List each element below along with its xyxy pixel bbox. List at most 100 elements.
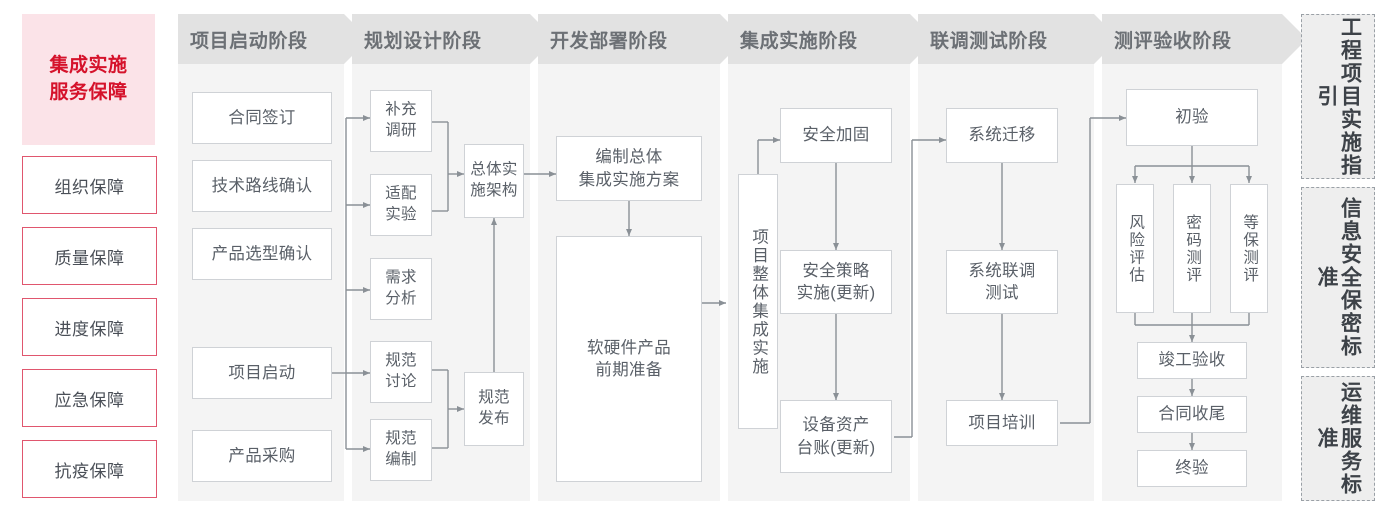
node-label: 安全加固 xyxy=(802,126,870,145)
node-spec-discussion[interactable]: 规范讨论 xyxy=(370,341,432,403)
node-supplementary-research[interactable]: 补充调研 xyxy=(370,90,432,152)
node-label: 编制 xyxy=(385,451,417,468)
sidebar-item-label: 抗疫保障 xyxy=(54,461,125,481)
node-label: 集成实施方案 xyxy=(578,170,680,189)
phase-header-label: 测评验收阶段 xyxy=(1114,30,1232,52)
sidebar-item-label: 应急保障 xyxy=(54,390,125,410)
phase-header-label: 联调测试阶段 xyxy=(930,30,1048,52)
node-label: 编制总体 xyxy=(595,148,663,167)
node-label: 补充 xyxy=(385,101,417,119)
node-label: 系统联调 xyxy=(968,261,1036,280)
node-label: 系统迁移 xyxy=(968,126,1036,145)
node-label: 项目整体集成实施 xyxy=(749,227,768,376)
node-label: 总体实 xyxy=(470,161,518,179)
node-label: 测试 xyxy=(985,284,1019,302)
standard-label: 工程项目实施指引 xyxy=(1315,16,1362,177)
node-label: 适配 xyxy=(385,185,417,203)
node-hardware-software-preparation[interactable]: 软硬件产品前期准备 xyxy=(556,236,702,482)
standard-label: 信息安全保密标准 xyxy=(1315,197,1362,358)
node-risk-assessment[interactable]: 风险评估 xyxy=(1116,184,1154,313)
node-label: 调研 xyxy=(385,122,417,139)
sidebar-title: 集成实施 服务保障 xyxy=(22,14,155,145)
node-label: 实施(更新) xyxy=(796,284,876,302)
node-label: 密码测评 xyxy=(1184,213,1202,284)
phase-header-5[interactable]: 联调测试阶段 xyxy=(918,14,1119,64)
node-label: 实验 xyxy=(385,206,417,223)
phase-header-6[interactable]: 测评验收阶段 xyxy=(1102,14,1307,64)
node-tech-route-confirm[interactable]: 技术路线确认 xyxy=(192,160,332,212)
node-label: 项目启动 xyxy=(228,363,296,382)
standard-operation-maintenance-service[interactable]: 运维服务标准 xyxy=(1301,376,1375,501)
node-label: 前期准备 xyxy=(595,361,663,379)
node-equipment-asset-ledger[interactable]: 设备资产台账(更新) xyxy=(780,400,892,473)
sidebar: 集成实施 服务保障 组织保障 质量保障 进度保障 应急保障 抗疫保障 xyxy=(22,14,157,501)
standard-label: 运维服务标准 xyxy=(1315,381,1362,496)
sidebar-item-epidemic[interactable]: 抗疫保障 xyxy=(22,440,157,498)
phase-header-label: 规划设计阶段 xyxy=(364,30,482,52)
phase-header-1[interactable]: 项目启动阶段 xyxy=(178,14,369,64)
node-cryptography-evaluation[interactable]: 密码测评 xyxy=(1173,184,1211,313)
node-project-overall-integration[interactable]: 项目整体集成实施 xyxy=(738,174,778,429)
node-requirement-analysis[interactable]: 需求分析 xyxy=(370,258,432,320)
node-label: 产品采购 xyxy=(228,446,296,465)
node-project-training[interactable]: 项目培训 xyxy=(946,400,1058,446)
node-label: 需求 xyxy=(385,269,417,287)
node-label: 设备资产 xyxy=(802,416,870,435)
sidebar-item-organization[interactable]: 组织保障 xyxy=(22,156,157,214)
node-contract-closure[interactable]: 合同收尾 xyxy=(1137,396,1247,433)
sidebar-item-label: 组织保障 xyxy=(54,177,125,197)
node-label: 产品选型确认 xyxy=(211,244,313,263)
node-compile-overall-integration-plan[interactable]: 编制总体集成实施方案 xyxy=(556,136,702,201)
sidebar-item-schedule[interactable]: 进度保障 xyxy=(22,298,157,356)
node-spec-release[interactable]: 规范发布 xyxy=(464,372,524,446)
node-completion-acceptance[interactable]: 竣工验收 xyxy=(1137,342,1247,379)
phase-header-label: 项目启动阶段 xyxy=(190,30,308,52)
node-label: 合同签订 xyxy=(228,108,296,127)
node-label: 等保测评 xyxy=(1241,213,1259,284)
node-label: 初验 xyxy=(1175,108,1209,127)
node-system-migration[interactable]: 系统迁移 xyxy=(946,108,1058,163)
node-label: 竣工验收 xyxy=(1158,351,1226,370)
node-label: 软硬件产品 xyxy=(587,338,671,357)
sidebar-item-label: 质量保障 xyxy=(54,248,125,268)
node-project-kickoff[interactable]: 项目启动 xyxy=(192,347,332,399)
node-spec-drafting[interactable]: 规范编制 xyxy=(370,419,432,481)
node-security-policy-implementation[interactable]: 安全策略实施(更新) xyxy=(780,250,892,314)
phase-header-4[interactable]: 集成实施阶段 xyxy=(728,14,935,64)
node-contract-signing[interactable]: 合同签订 xyxy=(192,92,332,144)
node-security-hardening[interactable]: 安全加固 xyxy=(780,108,892,163)
node-final-acceptance[interactable]: 终验 xyxy=(1137,450,1247,487)
node-mlps-evaluation[interactable]: 等保测评 xyxy=(1230,184,1268,313)
node-overall-implementation-architecture[interactable]: 总体实施架构 xyxy=(464,144,524,218)
chevron-right-icon xyxy=(1282,14,1307,64)
node-adaptation-experiment[interactable]: 适配实验 xyxy=(370,174,432,236)
node-label: 台账(更新) xyxy=(796,438,876,457)
node-label: 施架构 xyxy=(470,182,518,199)
node-label: 规范 xyxy=(385,352,417,370)
node-label: 项目培训 xyxy=(968,413,1036,432)
node-label: 合同收尾 xyxy=(1158,405,1226,424)
sidebar-title-line1: 集成实施 xyxy=(49,54,128,76)
node-preliminary-acceptance[interactable]: 初验 xyxy=(1126,89,1258,146)
node-label: 安全策略 xyxy=(802,261,870,280)
node-label: 技术路线确认 xyxy=(211,176,313,195)
standard-engineering-project-guide[interactable]: 工程项目实施指引 xyxy=(1301,14,1375,179)
phase-header-3[interactable]: 开发部署阶段 xyxy=(538,14,745,64)
node-label: 风险评估 xyxy=(1127,213,1145,284)
sidebar-item-quality[interactable]: 质量保障 xyxy=(22,227,157,285)
phase-header-label: 开发部署阶段 xyxy=(550,30,668,52)
node-label: 规范 xyxy=(385,430,417,448)
standard-information-security-confidentiality[interactable]: 信息安全保密标准 xyxy=(1301,187,1375,368)
node-product-procurement[interactable]: 产品采购 xyxy=(192,430,332,482)
node-label: 发布 xyxy=(478,410,510,427)
node-system-joint-debug-test[interactable]: 系统联调测试 xyxy=(946,250,1058,314)
node-product-selection[interactable]: 产品选型确认 xyxy=(192,228,332,280)
sidebar-item-emergency[interactable]: 应急保障 xyxy=(22,369,157,427)
phase-header-2[interactable]: 规划设计阶段 xyxy=(352,14,555,64)
node-label: 终验 xyxy=(1175,459,1209,478)
sidebar-title-line2: 服务保障 xyxy=(49,81,128,103)
node-label: 分析 xyxy=(385,290,417,307)
sidebar-item-label: 进度保障 xyxy=(54,319,125,339)
node-label: 规范 xyxy=(478,389,510,407)
